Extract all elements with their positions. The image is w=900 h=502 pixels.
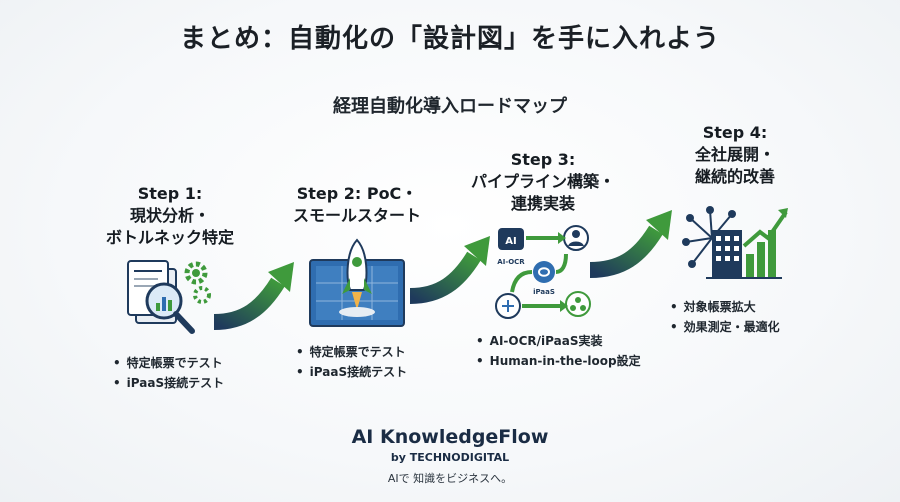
step-1-line-1: 現状分析・ <box>129 206 210 225</box>
step-2-label: Step 2: PoC・ <box>296 184 418 203</box>
enterprise-growth-icon <box>682 206 788 279</box>
step-4-line-1: 全社展開・ <box>694 145 775 164</box>
arrow-step2-to-step3 <box>409 236 490 304</box>
step-4-title: Step 4: 全社展開・ 継続的改善 <box>660 122 810 188</box>
brand-tagline: AIで 知識をビジネスへ。 <box>387 472 513 485</box>
step-2-line-1: スモールスタート <box>292 206 421 225</box>
ipaas-label: iPaaS <box>533 288 555 296</box>
step-3-bullet-1: AI-OCR/iPaaS実装 <box>476 331 641 351</box>
step-3-bullets: AI-OCR/iPaaS実装 Human-in-the-loop設定 <box>476 331 641 371</box>
step-1-line-2: ボトルネック特定 <box>105 228 234 247</box>
step-1-bullets: 特定帳票でテスト iPaaS接続テスト <box>113 353 224 393</box>
step-3-line-2: 連携実装 <box>510 194 575 213</box>
arrow-step1-to-step2 <box>213 262 294 330</box>
roadmap-subtitle: 経理自動化導入ロードマップ <box>333 96 567 117</box>
step-1-title: Step 1: 現状分析・ ボトルネック特定 <box>95 183 245 249</box>
rocket-blueprint-icon <box>309 238 405 327</box>
step-4-bullets: 対象帳票拡大 効果測定・最適化 <box>670 297 780 337</box>
step-3-bullet-2: Human-in-the-loop設定 <box>476 351 641 371</box>
brand-company: by TECHNODIGITAL <box>390 451 510 464</box>
step-1-bullet-2: iPaaS接続テスト <box>113 373 224 393</box>
step-1-bullet-1: 特定帳票でテスト <box>113 353 224 373</box>
step-4-line-2: 継続的改善 <box>694 167 775 186</box>
step-2-bullets: 特定帳票でテスト iPaaS接続テスト <box>296 342 407 382</box>
step-3-label: Step 3: <box>510 150 576 169</box>
step-1-label: Step 1: <box>137 184 203 203</box>
brand-name: AI KnowledgeFlow <box>351 426 549 448</box>
page-title: まとめ：自動化の「設計図」を手に入れよう <box>179 24 720 54</box>
step-4-label: Step 4: <box>702 123 768 142</box>
arrow-step3-to-step4 <box>589 210 672 278</box>
step-4-bullet-1: 対象帳票拡大 <box>670 297 780 317</box>
step-2-bullet-1: 特定帳票でテスト <box>296 342 407 362</box>
step-2-title: Step 2: PoC・ スモールスタート <box>272 183 442 227</box>
pipeline-flow-icon: AI AI-OCR iPaaS <box>495 225 591 319</box>
step-2-bullet-2: iPaaS接続テスト <box>296 362 407 382</box>
step-3-line-1: パイプライン構築・ <box>470 172 615 191</box>
step-4-bullet-2: 効果測定・最適化 <box>670 317 780 337</box>
ai-ocr-label: AI-OCR <box>497 258 525 266</box>
step-3-title: Step 3: パイプライン構築・ 連携実装 <box>458 149 628 215</box>
ai-chip-label: AI <box>505 236 516 247</box>
analysis-icon <box>127 260 211 334</box>
